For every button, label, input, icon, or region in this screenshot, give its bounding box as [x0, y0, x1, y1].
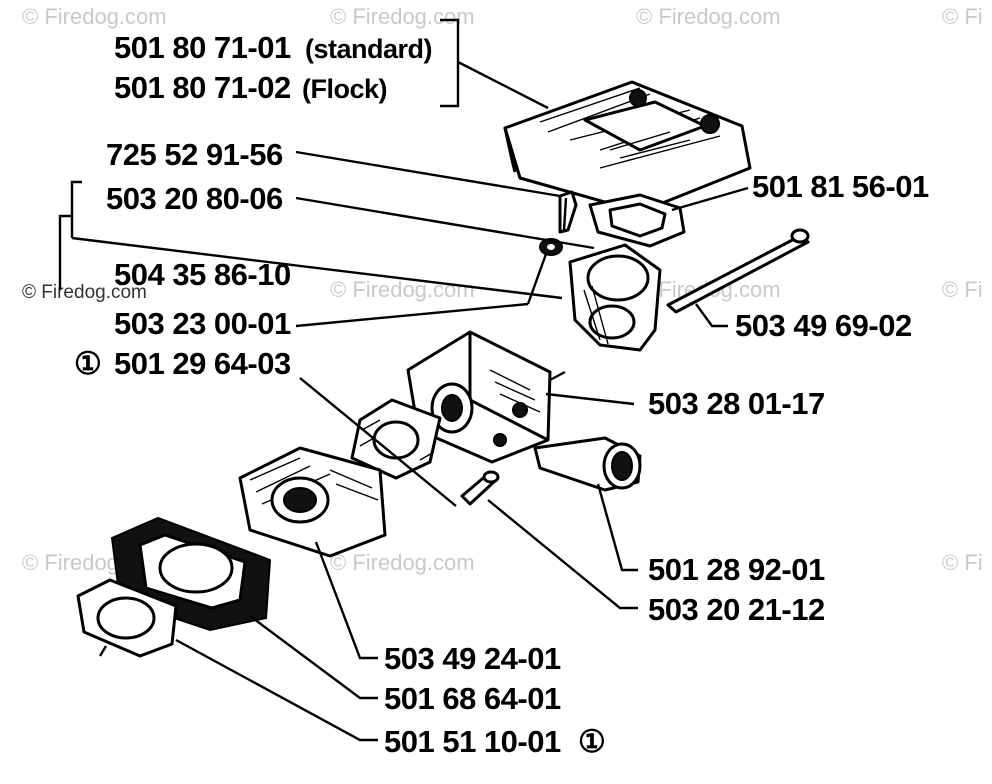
watermark: © Firedog.com [22, 282, 147, 303]
kit-mark-icon: ① [578, 724, 605, 759]
label-holder: 503 23 00-01 [114, 306, 291, 341]
top-gasket [588, 193, 686, 248]
kit-mark-icon: ① [74, 346, 101, 381]
label-intake-adapter: 503 49 24-01 [384, 641, 561, 676]
label-air-filter-flock: 501 80 71-02 [114, 70, 291, 105]
label-screw: 725 52 91-56 [106, 137, 283, 172]
rod [666, 228, 810, 314]
label-filter-tube: 501 28 92-01 [648, 552, 825, 587]
label-flange: 501 68 64-01 [384, 681, 561, 716]
carburetor-bolt [460, 470, 500, 506]
label-air-filter-flock-note: (Flock) [302, 74, 387, 104]
leader-lines [58, 18, 749, 742]
label-bottom-gasket: 501 51 10-01 [384, 724, 561, 759]
bottom-gasket [76, 578, 178, 658]
watermark: © Fi [942, 4, 983, 29]
filter-tube [533, 436, 642, 492]
watermark: © Firedog.com [330, 550, 475, 575]
watermark: © Firedog.com [330, 4, 475, 29]
label-carburetor-bolt: 503 20 21-12 [648, 592, 825, 627]
label-washer: 503 20 80-06 [106, 181, 283, 216]
label-rod: 503 49 69-02 [735, 308, 912, 343]
label-air-filter-standard: 501 80 71-01 [114, 30, 291, 65]
label-bracket-group: 504 35 86-10 [114, 257, 291, 292]
watermark: © Fi [942, 277, 983, 302]
label-carburetor-kit: 501 29 64-03 [114, 346, 291, 381]
label-carburetor: 503 28 01-17 [648, 386, 825, 421]
holder [568, 243, 662, 352]
watermark: © Firedog.com [636, 4, 781, 29]
intake-adapter [238, 446, 387, 558]
watermark: © Firedog.com [330, 277, 475, 302]
label-top-gasket: 501 81 56-01 [752, 169, 929, 204]
watermark: © Firedog.com [22, 4, 167, 29]
watermark: © Fi [942, 550, 983, 575]
screw [558, 190, 578, 234]
air-filter-cover [503, 80, 752, 214]
washer [539, 238, 563, 256]
label-air-filter-standard-note: (standard) [305, 34, 432, 64]
